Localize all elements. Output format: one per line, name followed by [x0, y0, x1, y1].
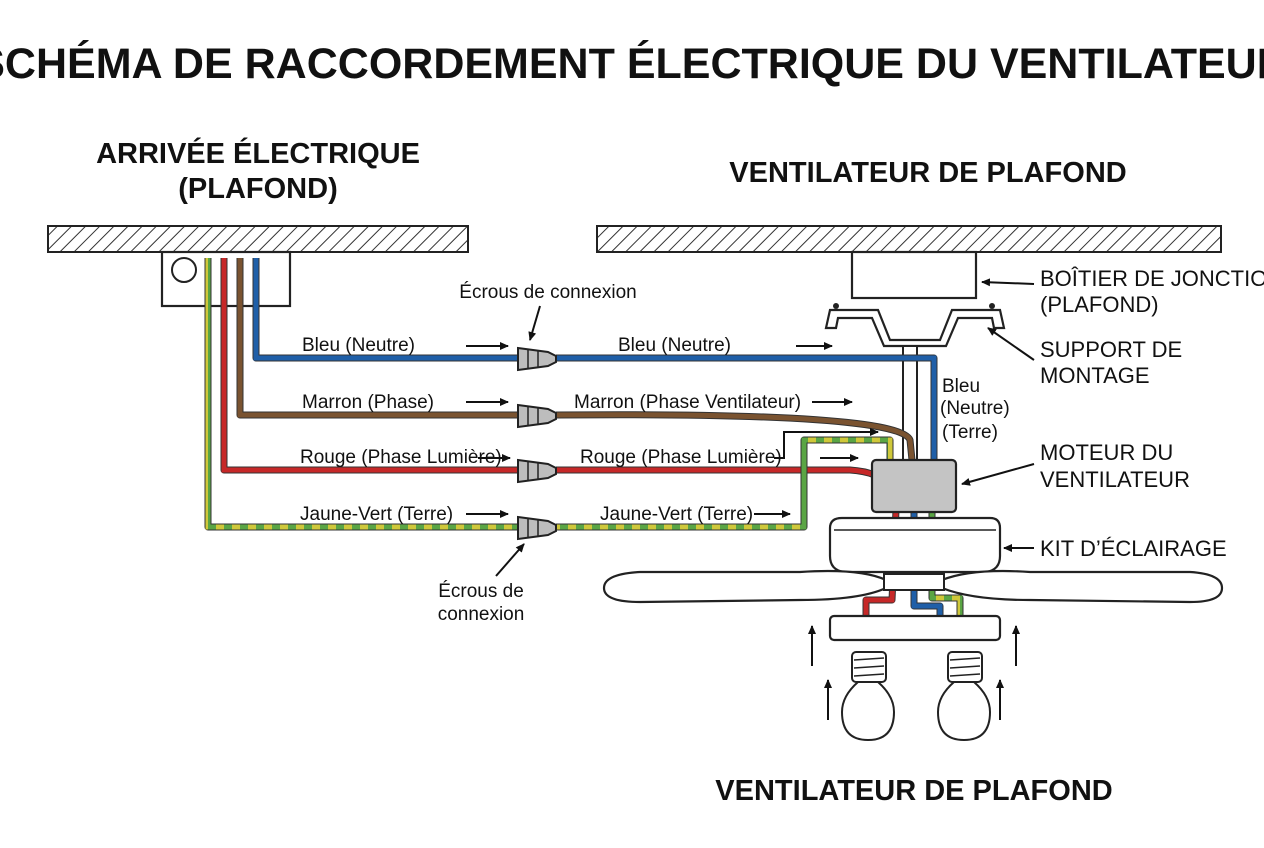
wire-label-left-red: Rouge (Phase Lumière): [300, 447, 502, 468]
label-mounting-2: MONTAGE: [1040, 363, 1150, 388]
connector-label-bottom-2: connexion: [438, 604, 525, 625]
wire-label-right-blue: Bleu (Neutre): [618, 335, 731, 356]
supply-heading-line1: ARRIVÉE ÉLECTRIQUE: [96, 136, 420, 170]
wire-nut-yg: [517, 515, 557, 541]
supply-heading-line2: (PLAFOND): [178, 173, 337, 205]
wire-nut-red: [517, 458, 557, 484]
fan-heading-bottom: VENTILATEUR DE PLAFOND: [715, 775, 1112, 807]
left-ceiling: [47, 225, 469, 253]
fan-blade-right: [940, 569, 1224, 604]
wire-label-right-red: Rouge (Phase Lumière): [580, 447, 782, 468]
label-light-kit: KIT D’ÉCLAIRAGE: [1040, 536, 1227, 561]
wire-blue-right: [556, 355, 937, 460]
light-bulb-right: [936, 651, 992, 742]
diagram-title: SCHÉMA DE RACCORDEMENT ÉLECTRIQUE DU VEN…: [0, 40, 1264, 88]
label-junction-box-2: (PLAFOND): [1040, 292, 1159, 317]
wire-nuts: [517, 346, 557, 541]
wire-blue-left: [253, 258, 524, 361]
connector-label-bottom-1: Écrous de: [438, 581, 524, 602]
wire-yg-right: [556, 437, 893, 530]
wire-nut-blue: [517, 346, 557, 372]
wire-nut-brown: [517, 403, 557, 429]
light-plate: [828, 614, 1002, 642]
mounting-bracket: [824, 308, 1006, 348]
wire-label-left-brown: Marron (Phase): [302, 392, 434, 413]
wire-brown-left: [237, 258, 524, 418]
label-mounting-1: SUPPORT DE: [1040, 337, 1182, 362]
wire-label-left-yg: Jaune-Vert (Terre): [300, 504, 453, 525]
wire-label-left-blue: Bleu (Neutre): [302, 335, 415, 356]
wire-red-right: [556, 467, 891, 488]
wire-brown-right: [555, 412, 915, 461]
light-kit-housing: [828, 516, 1002, 574]
light-bulb-left: [840, 651, 896, 742]
wire-red-left: [221, 258, 524, 473]
label-motor-2: VENTILATEUR: [1040, 467, 1190, 492]
fan-blade-left: [602, 569, 888, 604]
fan-junction-box: [850, 250, 978, 300]
fan-motor: [870, 458, 958, 514]
wire-label-right-brown: Marron (Phase Ventilateur): [574, 392, 801, 413]
label-junction-box-1: BOÎTIER DE JONCTION: [1040, 266, 1264, 291]
right-ceiling: [596, 225, 1222, 253]
vertical-label-line1: Bleu: [942, 376, 980, 397]
vertical-label-line2: (Neutre): [940, 398, 1010, 419]
fan-heading-top: VENTILATEUR DE PLAFOND: [729, 157, 1126, 189]
wire-label-right-yg: Jaune-Vert (Terre): [600, 504, 753, 525]
connector-label-top: Écrous de connexion: [459, 282, 636, 303]
wire-yg-left: [205, 258, 524, 530]
label-motor-1: MOTEUR DU: [1040, 440, 1173, 465]
vertical-label-line3: (Terre): [942, 422, 998, 443]
